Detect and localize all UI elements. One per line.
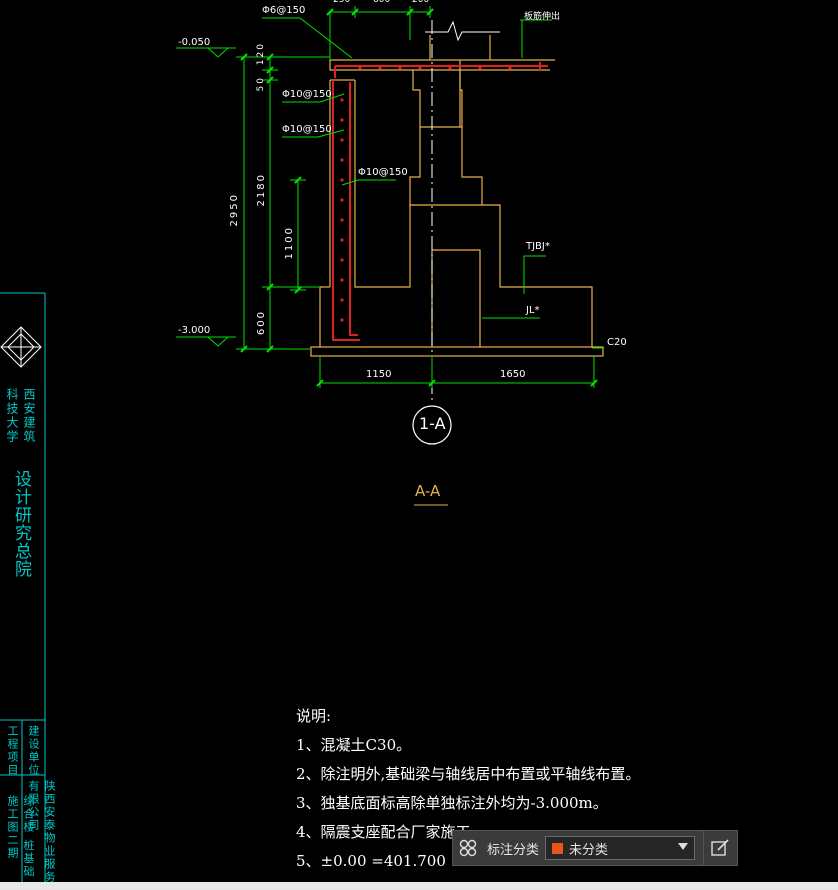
dim-top-600: 600 bbox=[373, 0, 391, 5]
rebar-label-3: Φ10@150 bbox=[358, 167, 408, 178]
school-name-line1: 西安建筑 bbox=[22, 388, 36, 444]
institute-logo bbox=[0, 326, 42, 368]
dimension-lines bbox=[176, 6, 604, 388]
field-project: 工程项目 bbox=[6, 725, 19, 777]
axis-label: 1-A bbox=[419, 414, 446, 433]
dim-1150: 1150 bbox=[366, 369, 392, 380]
category-selected-value: 未分类 bbox=[569, 842, 609, 858]
level-bottom-label: -3.000 bbox=[178, 325, 211, 336]
note-item: 1、混凝土C30。 bbox=[296, 736, 412, 754]
note-item: 3、独基底面标高除单独标注外均为-3.000m。 bbox=[296, 794, 608, 812]
grid-four-circles-icon[interactable] bbox=[453, 831, 483, 865]
bottom-status-strip bbox=[0, 882, 838, 890]
rebar-label-1: Φ10@150 bbox=[282, 89, 332, 100]
category-label: 标注分类 bbox=[487, 842, 540, 858]
label-tjbj: TJBJ* bbox=[526, 241, 550, 252]
dim-120: 120 bbox=[256, 42, 266, 66]
dimension-ticks bbox=[240, 8, 598, 387]
dim-1100: 1100 bbox=[284, 226, 295, 260]
dim-2180: 2180 bbox=[256, 173, 267, 207]
break-line bbox=[425, 20, 500, 42]
field-construction-unit: 建设单位 bbox=[27, 725, 40, 777]
chevron-down-icon bbox=[678, 843, 689, 850]
design-notes: 说明: 1、混凝土C30。 2、除注明外,基础梁与轴线居中布置或平轴线布置。 3… bbox=[296, 702, 640, 876]
title-block-frame bbox=[0, 292, 46, 882]
note-item: 4、隔震支座配合厂家施工。 bbox=[296, 823, 486, 841]
note-item: 2、除注明外,基础梁与轴线居中布置或平轴线布置。 bbox=[296, 765, 641, 783]
rebar bbox=[332, 62, 548, 341]
category-color-swatch bbox=[552, 842, 564, 854]
section-title: A-A bbox=[415, 482, 441, 500]
note-item: 5、±0.00 =401.700 bbox=[296, 852, 446, 870]
dim-50: 50 bbox=[256, 76, 266, 92]
dim-1650: 1650 bbox=[500, 369, 526, 380]
edit-icon[interactable] bbox=[703, 831, 736, 865]
level-top-label: -0.050 bbox=[178, 37, 211, 48]
dim-2950: 2950 bbox=[229, 193, 240, 227]
label-c20: C20 bbox=[607, 337, 627, 348]
rebar-dots bbox=[340, 66, 512, 322]
rebar-label-2: Φ10@150 bbox=[282, 124, 332, 135]
field-client-value: 陕西安泰物业服务有限公司 bbox=[27, 780, 56, 884]
notes-heading: 说明: bbox=[296, 707, 332, 725]
dim-top-200: 200 bbox=[412, 0, 430, 5]
category-select[interactable]: 未分类 bbox=[545, 836, 696, 860]
foundation-outline bbox=[310, 35, 604, 357]
top-right-label: 板筋伸出 bbox=[524, 12, 561, 22]
axis-bubble bbox=[412, 405, 452, 445]
dim-top-250: 250 bbox=[333, 0, 351, 5]
school-name-line2: 科技大学 bbox=[5, 388, 19, 444]
rebar-label-top: Φ6@150 bbox=[262, 5, 306, 16]
label-jl: JL* bbox=[526, 305, 540, 316]
annotation-category-toolbar: 标注分类 未分类 bbox=[452, 830, 738, 866]
dim-600: 600 bbox=[256, 310, 267, 336]
field-project-value: 综合楼 桩基础施工图二期 bbox=[6, 795, 35, 879]
institute-name: 设计研究总院 bbox=[11, 470, 31, 578]
